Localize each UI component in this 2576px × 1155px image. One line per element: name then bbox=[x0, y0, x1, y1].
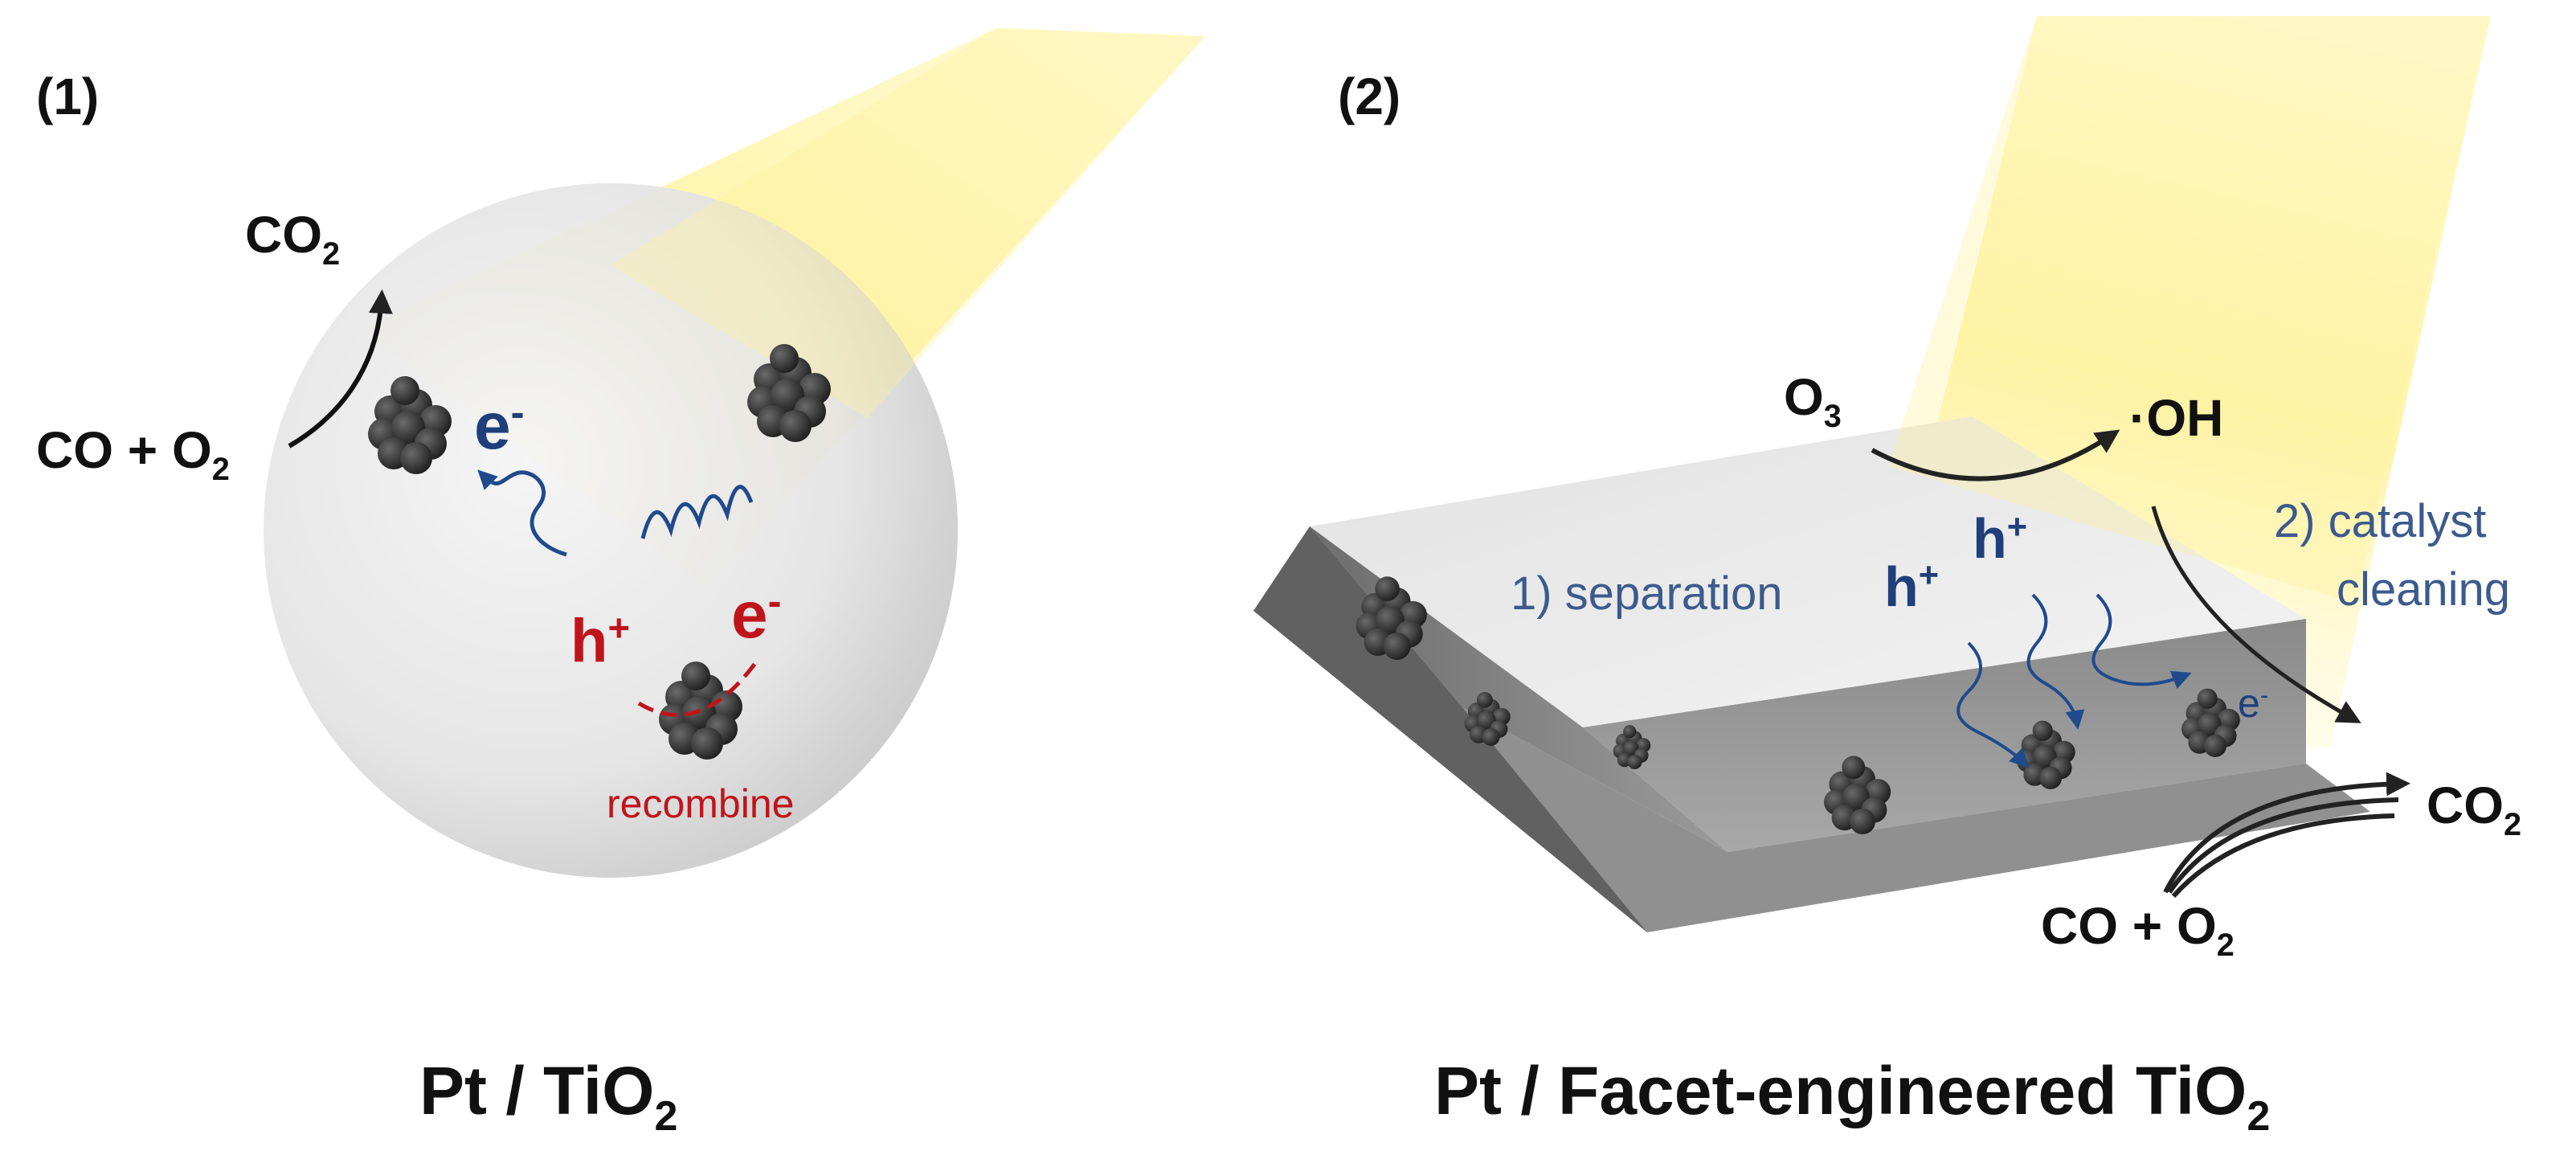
wavy-arrow bbox=[2091, 593, 2192, 690]
wavy-arrow bbox=[477, 469, 567, 557]
wavy-squiggle bbox=[640, 485, 754, 539]
wavy-arrow bbox=[1957, 641, 2030, 768]
curved-arrow-co2 bbox=[288, 289, 393, 448]
catalyst-cleaning-label-1: 2) catalyst bbox=[2274, 495, 2487, 547]
wavy-arrow bbox=[2026, 593, 2085, 730]
co2-product-label: CO2 bbox=[245, 206, 341, 272]
electron-label-top: e- bbox=[474, 389, 525, 463]
panel-1 bbox=[264, 28, 1205, 878]
curved-arrow-co2-out bbox=[2163, 772, 2410, 894]
panel-2-index: (2) bbox=[1338, 68, 1401, 125]
hole-label: h+ bbox=[570, 606, 630, 675]
panel-1-caption: Pt / TiO2 bbox=[419, 1053, 678, 1140]
crystal-front-face bbox=[1583, 619, 2306, 852]
co2-product-label-2: CO2 bbox=[2427, 776, 2522, 843]
panel-1-index: (1) bbox=[36, 68, 100, 125]
panel-2-caption: Pt / Facet-engineered TiO2 bbox=[1434, 1053, 2271, 1140]
co-o2-reactant-label-2: CO + O2 bbox=[2041, 897, 2235, 964]
hole-label-b: h+ bbox=[1973, 507, 2028, 570]
co-o2-reactant-label: CO + O2 bbox=[36, 421, 230, 488]
curved-arrow-cleaning bbox=[2151, 506, 2361, 723]
curved-arrow-o3-oh bbox=[1871, 429, 2120, 481]
recombine-label: recombine bbox=[607, 781, 795, 826]
electron-label-red: e- bbox=[731, 578, 782, 652]
separation-label: 1) separation bbox=[1511, 567, 1783, 620]
hydroxyl-label: ·OH bbox=[2129, 389, 2224, 447]
recombine-arc bbox=[637, 661, 758, 717]
catalyst-cleaning-label-2: cleaning bbox=[2337, 563, 2511, 616]
ozone-label: O3 bbox=[1784, 368, 1842, 435]
hole-label-a: h+ bbox=[1884, 555, 1940, 618]
panel-2 bbox=[1253, 16, 2491, 932]
electron-label: e- bbox=[2238, 680, 2269, 726]
crystal-top-face bbox=[1310, 416, 2306, 727]
